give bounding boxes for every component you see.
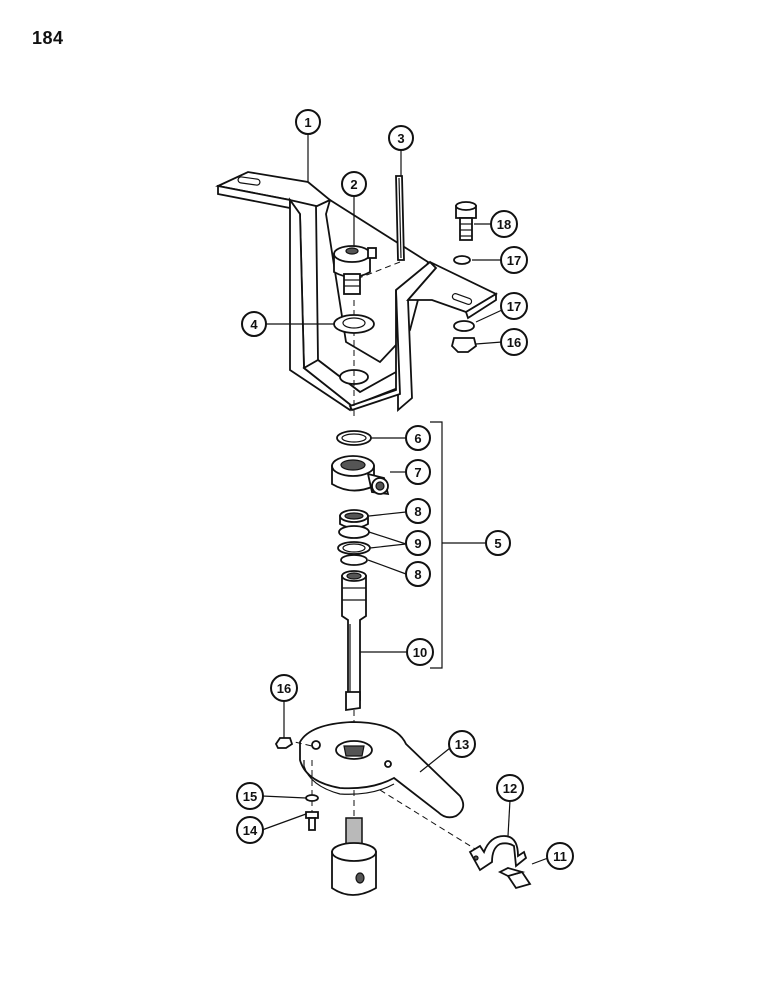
svg-text:9: 9 [414, 536, 421, 551]
svg-text:11: 11 [553, 849, 567, 864]
hex-nut-upper [451, 337, 478, 353]
svg-text:17: 17 [507, 253, 521, 268]
swivel-body [331, 455, 390, 496]
clamp [468, 835, 528, 872]
steering-arm [299, 721, 465, 819]
hex-nut-lower [274, 737, 294, 749]
small-washer [305, 794, 319, 802]
svg-text:8: 8 [414, 567, 421, 582]
callout-8-upper: 8 [405, 498, 431, 524]
callout-9: 9 [405, 530, 431, 556]
svg-text:15: 15 [243, 789, 257, 804]
svg-text:5: 5 [494, 536, 501, 551]
lock-washer-lower [453, 320, 475, 332]
svg-text:10: 10 [413, 645, 427, 660]
svg-text:2: 2 [350, 177, 357, 192]
svg-text:7: 7 [414, 465, 421, 480]
svg-text:18: 18 [497, 217, 511, 232]
svg-text:12: 12 [503, 781, 517, 796]
svg-text:13: 13 [455, 737, 469, 752]
callout-16-lower: 16 [270, 674, 298, 702]
cap-screw [497, 867, 532, 890]
svg-text:16: 16 [507, 335, 521, 350]
svg-text:17: 17 [507, 299, 521, 314]
svg-text:8: 8 [414, 504, 421, 519]
svg-text:6: 6 [414, 431, 421, 446]
shaft [341, 570, 367, 712]
svg-text:3: 3 [397, 131, 404, 146]
group-bracket [430, 421, 443, 669]
callout-18: 18 [490, 210, 518, 238]
seal-washer [333, 314, 375, 334]
callout-14: 14 [236, 816, 264, 844]
callouts: 1 2 3 4 5 6 7 8 8 9 10 11 12 13 14 15 16… [236, 109, 574, 870]
callout-17-lower: 17 [500, 292, 528, 320]
page-number: 184 [32, 28, 64, 48]
callout-13: 13 [448, 730, 476, 758]
callout-2: 2 [341, 171, 367, 197]
svg-text:16: 16 [277, 681, 291, 696]
callout-6: 6 [405, 425, 431, 451]
leader-lines [261, 133, 549, 865]
callout-16-upper: 16 [500, 328, 528, 356]
valve-fitting [333, 245, 377, 295]
callout-12: 12 [496, 774, 524, 802]
threaded-rod [395, 175, 405, 261]
callout-5: 5 [485, 530, 511, 556]
o-ring-upper [338, 525, 370, 539]
svg-text:4: 4 [250, 317, 258, 332]
svg-text:1: 1 [304, 115, 311, 130]
callout-1: 1 [295, 109, 321, 135]
mounting-bolt [455, 201, 477, 241]
small-bolt [305, 811, 319, 831]
svg-text:14: 14 [243, 823, 258, 838]
callout-8-lower: 8 [405, 561, 431, 587]
callout-10: 10 [406, 638, 434, 666]
callout-4: 4 [241, 311, 267, 337]
callout-15: 15 [236, 782, 264, 810]
callout-3: 3 [388, 125, 414, 151]
callout-17-upper: 17 [500, 246, 528, 274]
coupling-yoke [331, 817, 377, 896]
bushing-lower [340, 554, 368, 566]
callout-7: 7 [405, 459, 431, 485]
rod-axis [353, 261, 401, 281]
flat-washer-upper [453, 255, 471, 265]
callout-11: 11 [546, 842, 574, 870]
